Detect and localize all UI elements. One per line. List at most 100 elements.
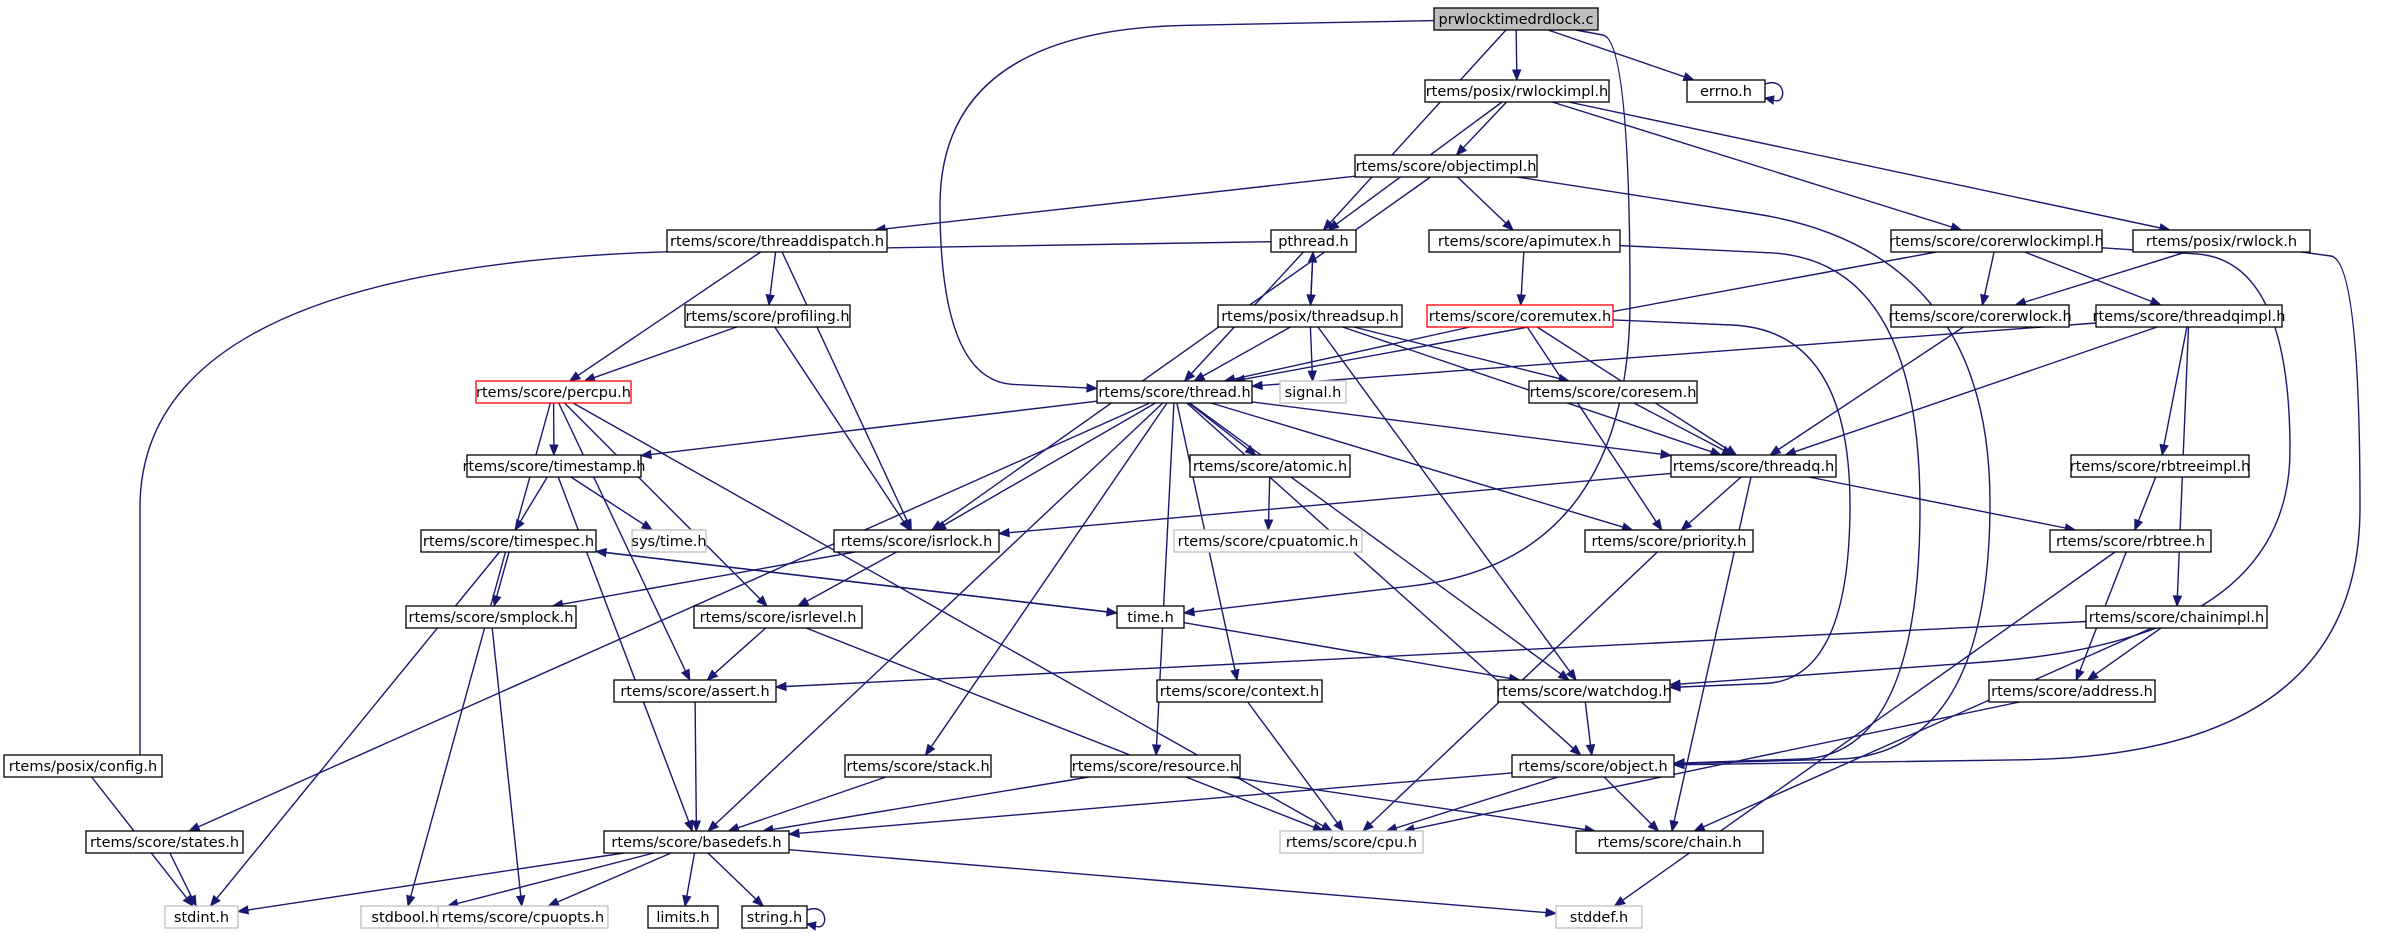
edge-isrlevel-to-assert xyxy=(706,627,767,681)
node-label: rtems/score/object.h xyxy=(1518,759,1667,775)
edge-line xyxy=(1247,701,1338,824)
arrowhead-icon xyxy=(681,668,691,682)
node-resource[interactable]: rtems/score/resource.h xyxy=(1070,754,1241,778)
edge-corerwlockimpl-to-corerwlock xyxy=(1980,251,1995,307)
node-label: rtems/score/chain.h xyxy=(1597,835,1741,851)
arrowhead-icon xyxy=(1647,820,1660,832)
node-isrlevel[interactable]: rtems/score/isrlevel.h xyxy=(693,605,863,629)
node-isrlock[interactable]: rtems/score/isrlock.h xyxy=(833,529,1000,553)
node-timestamp[interactable]: rtems/score/timestamp.h xyxy=(463,454,646,478)
node-watchdog[interactable]: rtems/score/watchdog.h xyxy=(1496,679,1672,703)
arrowhead-icon xyxy=(1680,519,1693,531)
node-threadqimpl[interactable]: rtems/score/threadqimpl.h xyxy=(2093,304,2286,328)
node-box xyxy=(1555,905,1643,929)
node-time[interactable]: time.h xyxy=(1116,605,1185,629)
edge-thread-to-stack xyxy=(924,402,1168,757)
arrowhead-icon xyxy=(2075,668,2085,682)
node-threadq[interactable]: rtems/score/threadq.h xyxy=(1670,454,1837,478)
edge-isrlevel-to-cpu xyxy=(805,627,1325,832)
node-rwlockimpl[interactable]: rtems/posix/rwlockimpl.h xyxy=(1424,79,1610,103)
node-assert[interactable]: rtems/score/assert.h xyxy=(613,679,777,703)
edge-line xyxy=(930,402,1168,748)
node-pthread[interactable]: pthread.h xyxy=(1270,229,1357,253)
arrowhead-icon xyxy=(1502,219,1514,231)
edge-percpu-to-smplock xyxy=(492,402,552,608)
edge-corerwlockimpl-to-threadqimpl xyxy=(2024,251,2163,306)
arrowhead-icon xyxy=(2159,443,2169,457)
edge-line xyxy=(1568,101,2161,229)
node-posix-rwlock[interactable]: rtems/posix/rwlock.h xyxy=(2132,229,2311,253)
edge-line xyxy=(1612,319,1851,688)
edge-line xyxy=(885,175,1356,230)
node-address[interactable]: rtems/score/address.h xyxy=(1988,679,2156,703)
node-corerwlockimpl[interactable]: rtems/score/corerwlockimpl.h xyxy=(1889,229,2104,253)
edge-isrlock-to-isrlevel xyxy=(796,551,897,607)
node-label: rtems/score/cpu.h xyxy=(1286,835,1417,851)
node-threadsup[interactable]: rtems/posix/threadsup.h xyxy=(1217,304,1403,328)
node-chain[interactable]: rtems/score/chain.h xyxy=(1575,830,1764,854)
node-objectimpl[interactable]: rtems/score/objectimpl.h xyxy=(1354,154,1538,178)
edge-line xyxy=(1267,476,1271,521)
node-thread[interactable]: rtems/score/thread.h xyxy=(1096,380,1253,404)
node-rbtreeimpl[interactable]: rtems/score/rbtreeimpl.h xyxy=(2070,454,2251,478)
edge-threadq-to-isrlock xyxy=(997,472,1672,538)
node-prwlocktimedrdlock-c[interactable]: prwlocktimedrdlock.c xyxy=(1433,7,1599,31)
node-apimutex[interactable]: rtems/score/apimutex.h xyxy=(1428,229,1621,253)
node-box xyxy=(1424,79,1610,103)
edge-line xyxy=(1229,776,1586,831)
node-timespec[interactable]: rtems/score/timespec.h xyxy=(420,529,597,553)
node-string[interactable]: string.h xyxy=(741,905,808,929)
node-stack[interactable]: rtems/score/stack.h xyxy=(844,754,992,778)
node-signal: signal.h xyxy=(1279,380,1347,404)
node-errno[interactable]: errno.h xyxy=(1686,79,1766,103)
edge-line xyxy=(707,852,757,900)
edge-line xyxy=(457,852,654,905)
arrowhead-icon xyxy=(2172,595,2183,608)
node-box xyxy=(475,380,632,404)
edge-threaddispatch-to-profiling xyxy=(765,251,777,307)
node-label: rtems/score/stack.h xyxy=(846,759,989,775)
node-corerwlock[interactable]: rtems/score/corerwlock.h xyxy=(1888,304,2072,328)
edge-line xyxy=(1520,251,1525,296)
arrowhead-icon xyxy=(684,819,694,833)
arrowhead-icon xyxy=(1250,380,1263,391)
node-limits[interactable]: limits.h xyxy=(647,905,719,929)
arrowhead-icon xyxy=(1511,69,1522,82)
node-box xyxy=(1279,830,1424,854)
node-posix-config[interactable]: rtems/posix/config.h xyxy=(3,754,163,778)
node-states[interactable]: rtems/score/states.h xyxy=(85,830,244,854)
edge-rwlockimpl-to-corerwlockimpl xyxy=(1551,101,1963,232)
arrowhead-icon xyxy=(1613,896,1626,907)
edge-coremutex-to-priority xyxy=(1526,326,1663,532)
node-chainimpl[interactable]: rtems/score/chainimpl.h xyxy=(2085,605,2268,629)
node-atomic[interactable]: rtems/score/atomic.h xyxy=(1189,454,1351,478)
edge-assert-to-basedefs xyxy=(691,701,702,833)
edge-errno-self-loop xyxy=(1763,81,1784,105)
node-basedefs[interactable]: rtems/score/basedefs.h xyxy=(603,830,790,854)
edge-line xyxy=(772,776,1090,831)
edge-threadqimpl-to-thread xyxy=(1250,322,2097,391)
node-context[interactable]: rtems/score/context.h xyxy=(1156,679,1323,703)
arrowhead-icon xyxy=(1244,444,1257,456)
node-label: rtems/posix/rwlock.h xyxy=(2146,234,2297,250)
node-priority[interactable]: rtems/score/priority.h xyxy=(1584,529,1754,553)
node-label: rtems/score/basedefs.h xyxy=(611,835,781,851)
node-smplock[interactable]: rtems/score/smplock.h xyxy=(405,605,577,629)
node-rbtree[interactable]: rtems/score/rbtree.h xyxy=(2049,529,2212,553)
edge-line xyxy=(2163,326,2188,446)
node-threaddispatch[interactable]: rtems/score/threaddispatch.h xyxy=(666,229,888,253)
node-coremutex[interactable]: rtems/score/coremutex.h xyxy=(1426,304,1614,328)
node-profiling[interactable]: rtems/score/profiling.h xyxy=(684,304,851,328)
edge-line xyxy=(1794,326,2158,453)
node-object[interactable]: rtems/score/object.h xyxy=(1511,754,1675,778)
edge-object-to-basedefs xyxy=(787,772,1513,838)
edge-threadsup-to-coresem xyxy=(1353,326,1571,383)
edge-line xyxy=(1353,326,1560,380)
node-coresem[interactable]: rtems/score/coresem.h xyxy=(1528,380,1698,404)
arrowhead-icon xyxy=(1980,293,1990,307)
node-percpu[interactable]: rtems/score/percpu.h xyxy=(475,380,632,404)
node-label: rtems/score/objectimpl.h xyxy=(1356,159,1537,175)
arrowhead-icon xyxy=(796,596,810,607)
node-box xyxy=(405,605,577,629)
edge-line xyxy=(605,551,1118,614)
